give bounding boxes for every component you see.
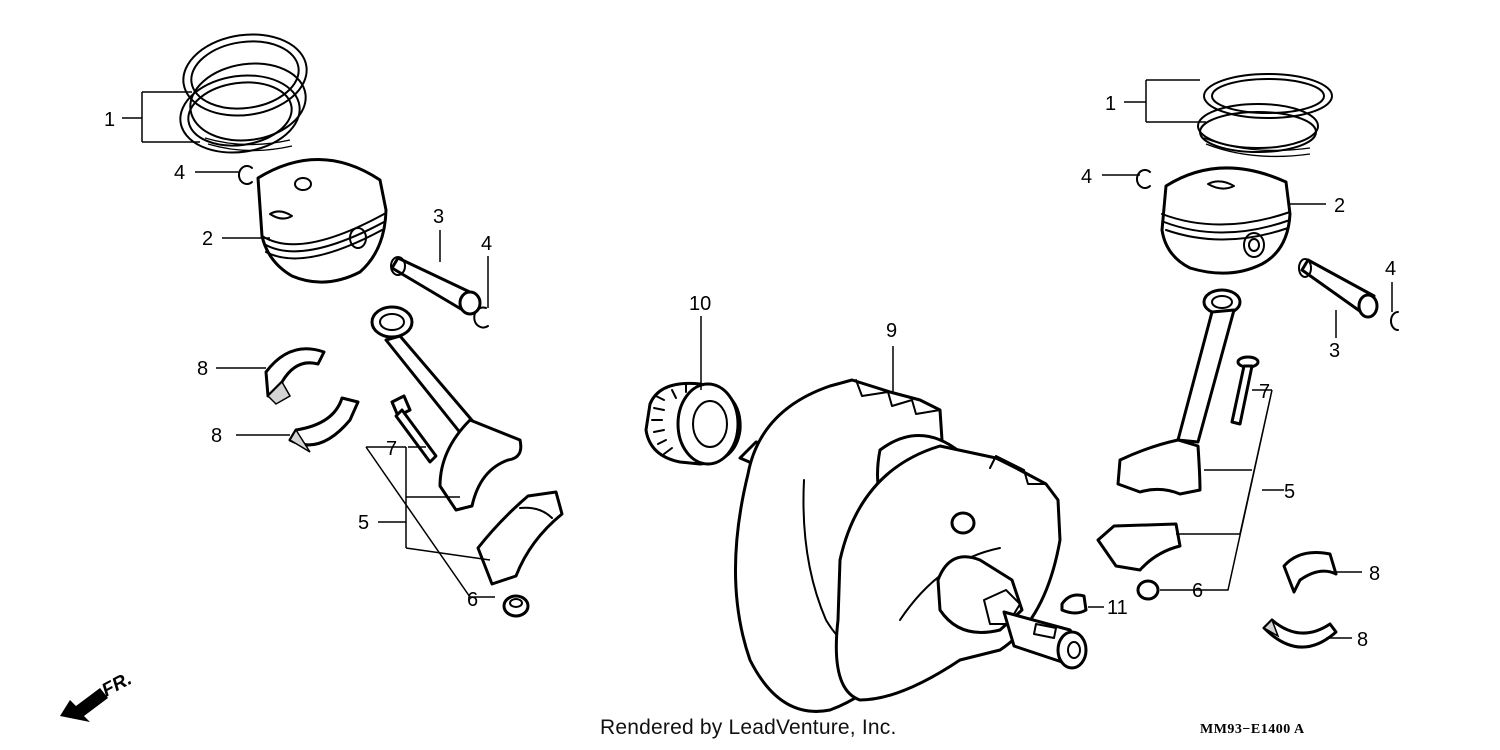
- callout-2-right: 2: [1334, 195, 1345, 217]
- crankshaft: [734, 378, 1088, 713]
- piston-left: [256, 158, 388, 284]
- callout-4-left-lower: 4: [481, 233, 492, 255]
- callout-3-left: 3: [433, 206, 444, 228]
- callout-11: 11: [1107, 597, 1128, 619]
- piston-right: [1160, 166, 1292, 275]
- rod-nut-right: [1136, 579, 1160, 601]
- callout-1-left: 1: [104, 109, 115, 131]
- piston-pin-clip-left-upper: [238, 165, 253, 185]
- rod-nut-left: [502, 594, 530, 618]
- callout-4-right-lower: 4: [1385, 258, 1396, 280]
- piston-pin-left: [390, 256, 482, 316]
- callout-6-left: 6: [467, 589, 478, 611]
- callout-10: 10: [689, 293, 711, 315]
- callout-1-right: 1: [1105, 93, 1116, 115]
- piston-pin-clip-left-lower: [473, 306, 489, 329]
- callout-4-left-upper: 4: [174, 162, 185, 184]
- callout-7-left: 7: [386, 438, 397, 460]
- front-direction-arrow: FR.: [60, 669, 135, 722]
- rod-cap-right: [1096, 522, 1182, 572]
- bearing-shell-left-lower: [288, 396, 360, 453]
- diagram-code: MM93−E1400 A: [1200, 722, 1305, 737]
- callout-8-right-upper: 8: [1369, 563, 1380, 585]
- bearing-shell-right-lower: [1262, 618, 1338, 649]
- woodruff-key: [1060, 593, 1088, 615]
- rod-bolt-left: [390, 394, 438, 464]
- rendered-by-credit: Rendered by LeadVenture, Inc.: [600, 716, 897, 739]
- callout-8-right-lower: 8: [1357, 629, 1368, 651]
- connecting-rod-right: [1116, 288, 1242, 496]
- callout-7-right: 7: [1259, 381, 1270, 403]
- piston-rings-right: [1197, 73, 1333, 158]
- crank-gear: [644, 381, 742, 466]
- callout-3-right: 3: [1329, 340, 1340, 362]
- callout-4-right-upper: 4: [1081, 166, 1092, 188]
- piston-pin-right: [1298, 258, 1379, 319]
- leaders-right: [1102, 79, 1393, 639]
- callout-5-right: 5: [1284, 481, 1295, 503]
- leaders-center: [700, 316, 1104, 608]
- piston-rings-left: [179, 33, 308, 154]
- callout-6-right: 6: [1192, 580, 1203, 602]
- callout-8-left-lower: 8: [211, 425, 222, 447]
- callout-9: 9: [886, 320, 897, 342]
- piston-pin-clip-right-upper: [1136, 169, 1151, 189]
- callout-2-left: 2: [202, 228, 213, 250]
- connecting-rod-left: [370, 305, 523, 512]
- leaders-left: [122, 91, 495, 598]
- callout-5-left: 5: [358, 512, 369, 534]
- rod-cap-left: [476, 490, 564, 586]
- bearing-shell-right-upper: [1282, 551, 1338, 594]
- rod-bolt-right: [1230, 355, 1260, 426]
- callout-8-left-upper: 8: [197, 358, 208, 380]
- bearing-shell-left-upper: [264, 347, 326, 405]
- piston-pin-clip-right-lower: [1390, 311, 1399, 331]
